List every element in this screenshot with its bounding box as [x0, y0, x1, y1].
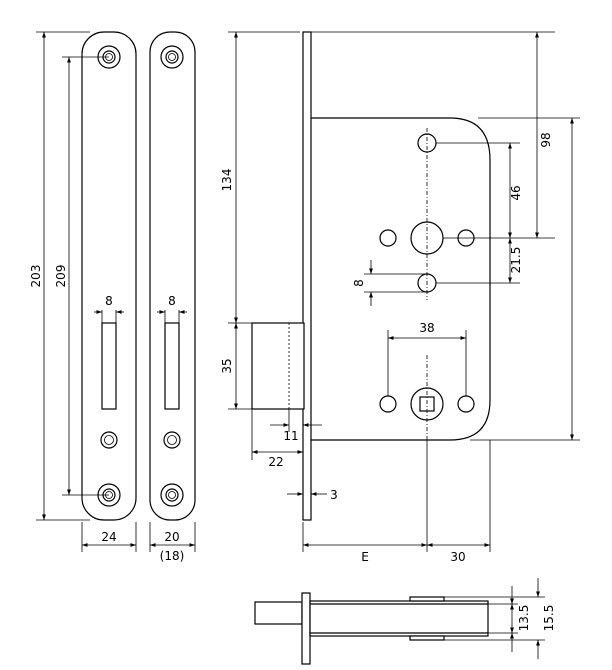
label-22: 22	[268, 455, 283, 469]
faceplate-20-top-screw-icon	[160, 45, 184, 69]
label-209: 209	[54, 265, 68, 288]
dim-209: 209	[54, 56, 109, 496]
dim-13-5: 13.5	[488, 603, 531, 634]
cylinder-screw-left-icon	[379, 229, 397, 247]
label-134: 134	[220, 169, 234, 192]
label-98: 98	[539, 132, 553, 147]
label-E: E	[361, 550, 369, 564]
faceplate-20-slot	[164, 322, 180, 410]
label-24: 24	[101, 530, 116, 544]
label-13-5: 13.5	[517, 605, 531, 632]
label-8-hole: 8	[352, 279, 366, 287]
top-view-tab-bottom	[409, 635, 445, 641]
spindle-square-icon	[419, 396, 435, 412]
dim-46: 46	[436, 142, 523, 238]
dim-11: 11	[270, 409, 322, 465]
faceplate-24-mid-screw-icon	[100, 431, 118, 449]
faceplate-20-mid-screw-icon	[163, 431, 181, 449]
dim-8-slot-20: 8	[157, 294, 187, 323]
dim-8-slot-24: 8	[94, 294, 124, 323]
label-35: 35	[220, 358, 234, 373]
lock-body-view	[251, 31, 491, 521]
spindle-hub-icon	[410, 387, 444, 421]
dim-203: 203	[29, 31, 90, 521]
label-3: 3	[330, 488, 338, 502]
label-203: 203	[29, 265, 43, 288]
label-30: 30	[450, 550, 465, 564]
label-8-slot-24: 8	[105, 294, 113, 308]
label-15-5: 15.5	[542, 605, 556, 632]
dim-21-5: 21.5	[436, 238, 523, 284]
dim-15-5: 15.5	[444, 578, 556, 659]
label-38: 38	[419, 321, 434, 335]
faceplate-24	[81, 31, 137, 521]
top-view-case	[309, 600, 489, 637]
dim-22: 22	[251, 409, 303, 469]
label-18-alt: (18)	[160, 549, 185, 563]
dim-full-height	[470, 117, 580, 441]
lock-top-view	[254, 592, 489, 665]
faceplate-20-bottom-screw-icon	[160, 483, 184, 507]
top-view-latch	[254, 601, 303, 625]
dim-3: 3	[287, 440, 338, 505]
label-21-5: 21.5	[509, 247, 523, 274]
dim-134: 134	[220, 31, 300, 324]
label-46: 46	[509, 185, 523, 200]
label-20: 20	[164, 530, 179, 544]
faceplate-20	[149, 31, 196, 521]
latch-bolt	[251, 322, 305, 410]
label-11: 11	[283, 429, 298, 443]
dim-38: 38	[387, 321, 467, 396]
top-view-tab-top	[409, 596, 445, 602]
faceplate-24-slot	[101, 322, 117, 410]
top-view-front-plate	[301, 592, 311, 665]
label-8-slot-20: 8	[168, 294, 176, 308]
dim-20: 20 (18)	[149, 522, 196, 563]
front-plate	[302, 31, 312, 521]
faceplate-20-outline	[149, 31, 196, 521]
lock-case-outline	[309, 117, 491, 441]
dim-E: E	[302, 440, 428, 564]
dim-98: 98	[311, 31, 555, 239]
dim-8-hole: 8	[352, 260, 427, 306]
dim-30: 30	[427, 440, 491, 564]
faceplate-24-outline	[81, 31, 137, 521]
dim-24: 24	[81, 522, 137, 552]
dim-35: 35	[220, 323, 252, 410]
